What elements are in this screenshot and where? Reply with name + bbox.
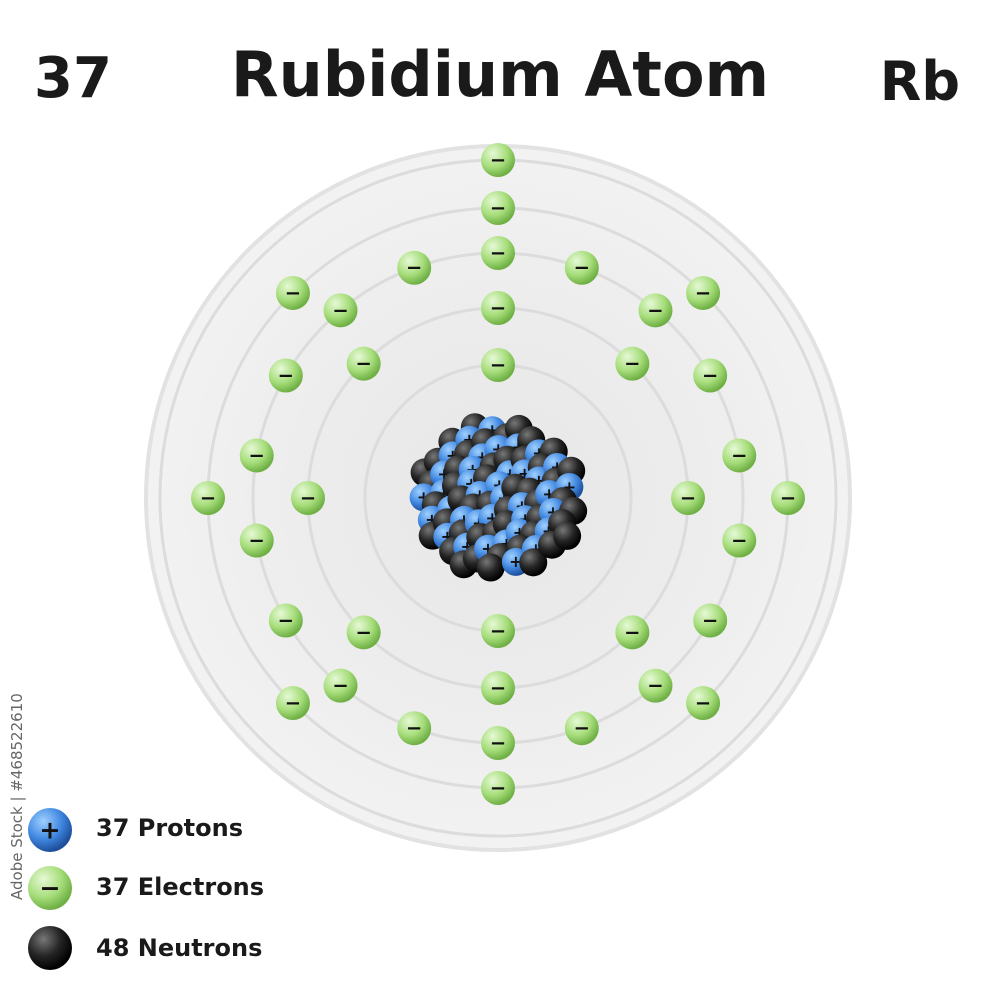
electrons: − − − − − − − − − − − − − − − − − − − − − − − − − − − − − − − − − − − − − [191,143,805,805]
svg-text:−: − [490,353,506,376]
electron-shell-3: − [564,250,599,285]
svg-text:−: − [249,529,265,552]
electron-shell-1: − [481,614,515,648]
electron-shell-4: − [275,275,310,310]
electron-shell-2: − [481,291,515,325]
svg-text:−: − [731,529,747,552]
svg-text:−: − [490,148,506,171]
page-title: Rubidium Atom [230,38,770,111]
element-symbol: Rb [879,50,960,113]
svg-text:−: − [647,674,663,697]
atomic-number: 37 [34,46,112,111]
legend-electrons-label: 37 Electrons [96,873,265,901]
svg-text:−: − [39,873,60,902]
svg-text:−: − [278,364,294,387]
electron-shell-3: − [722,523,757,558]
electron-shell-3: − [693,603,728,638]
svg-text:−: − [490,241,506,264]
electron-shell-3: − [323,293,358,328]
electron-shell-2: − [346,615,381,650]
electron-shell-3: − [638,293,673,328]
electron-shell-4: − [275,686,310,721]
svg-text:−: − [490,196,506,219]
electron-shell-4: − [481,191,515,225]
nucleus: +++++++++++++++++++++++++++++++++++++ [409,413,588,582]
svg-text:−: − [624,352,640,375]
legend-neutron-icon [28,926,72,970]
svg-text:−: − [490,776,506,799]
svg-text:−: − [200,486,216,509]
svg-text:−: − [647,299,663,322]
svg-text:−: − [680,486,696,509]
electron-shell-3: − [239,523,274,558]
svg-text:−: − [490,296,506,319]
electron-shell-3: − [722,438,757,473]
svg-text:−: − [780,486,796,509]
svg-text:−: − [406,717,422,740]
svg-text:−: − [300,486,316,509]
electron-shell-3: − [323,668,358,703]
legend-protons-label: 37 Protons [96,814,243,842]
svg-text:−: − [695,281,711,304]
svg-text:−: − [731,444,747,467]
electron-shell-4: − [686,275,721,310]
svg-text:−: − [249,444,265,467]
svg-text:−: − [332,299,348,322]
electron-shell-2: − [481,671,515,705]
electron-shell-2: − [615,615,650,650]
electron-shell-4: − [481,771,515,805]
legend-icons: +− [28,808,72,970]
svg-text:+: + [509,552,523,571]
electron-shell-5: − [481,143,515,177]
electron-shell-1: − [481,348,515,382]
electron-shell-2: − [291,481,325,515]
electron-shell-3: − [397,711,432,746]
electron-shell-3: − [693,358,728,393]
electron-shell-2: − [346,346,381,381]
electron-shell-3: − [481,236,515,270]
electron-shell-3: − [638,668,673,703]
electron-shell-3: − [268,603,303,638]
neutron-particle [553,521,582,550]
svg-text:−: − [332,674,348,697]
legend-neutrons-label: 48 Neutrons [96,934,263,962]
svg-text:−: − [695,692,711,715]
svg-text:−: − [490,731,506,754]
svg-text:−: − [574,717,590,740]
electron-shell-3: − [239,438,274,473]
svg-text:−: − [355,352,371,375]
neutron-particle [476,553,505,582]
electron-shell-3: − [397,250,432,285]
svg-text:−: − [278,609,294,632]
electron-shell-4: − [686,686,721,721]
electron-shell-3: − [564,711,599,746]
svg-text:+: + [39,815,60,844]
svg-text:−: − [285,281,301,304]
electron-shell-4: − [771,481,805,515]
svg-text:−: − [285,692,301,715]
svg-text:−: − [490,619,506,642]
svg-text:−: − [355,621,371,644]
electron-shell-2: − [671,481,705,515]
legend-proton-icon: + [28,808,72,852]
svg-text:−: − [702,364,718,387]
svg-text:−: − [624,621,640,644]
electron-shell-3: − [481,726,515,760]
svg-text:−: − [406,256,422,279]
stock-id: Adobe Stock | #468522610 [8,693,26,900]
svg-text:−: − [702,609,718,632]
electron-shell-3: − [268,358,303,393]
svg-text:−: − [574,256,590,279]
neutron-particle [519,548,548,577]
legend-electron-icon: − [28,866,72,910]
electron-shell-4: − [191,481,225,515]
svg-text:−: − [490,676,506,699]
electron-shell-2: − [615,346,650,381]
